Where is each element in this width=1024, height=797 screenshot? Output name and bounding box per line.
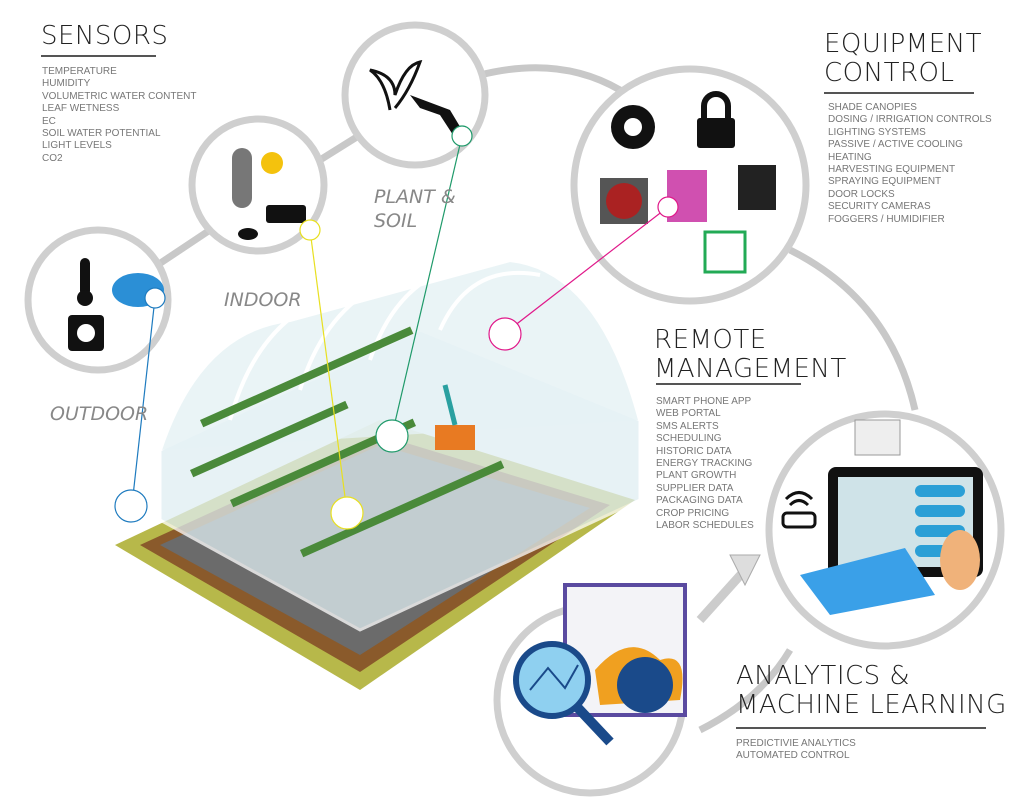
remote-list-item: SMART PHONE APP: [656, 396, 752, 407]
remote-list-item: CROP PRICING: [656, 507, 730, 519]
connector-arc: [148, 64, 919, 734]
remote-list-item: SCHEDULING: [656, 433, 722, 445]
remote-list-item: SUPPLIER DATA: [656, 482, 734, 494]
plant-pointer-target: [375, 419, 409, 453]
plant-pointer-dot: [451, 125, 473, 147]
equipment-list-item: DOSING / IRRIGATION CONTROLS: [828, 114, 992, 126]
plant-soil-caption: PLANT &SOIL: [374, 185, 456, 233]
plant-soil-sensor-circle: [341, 21, 489, 169]
plant-soil-caption-line1: PLANT &: [374, 186, 456, 208]
brain-icon: [617, 657, 673, 713]
indoor-pointer-line: [309, 229, 348, 513]
sensors-list-item: HUMIDITY: [42, 78, 91, 90]
equipment-list-item: PASSIVE / ACTIVE COOLING: [828, 139, 963, 151]
controller-icon: [854, 419, 901, 456]
remote-management-circle: [765, 410, 1005, 650]
analytics-list-item: PREDICTIVIE ANALYTICS: [736, 738, 856, 749]
remote-title-line2: MANAGEMENT: [654, 354, 847, 384]
sensors-title: SENSORS: [41, 21, 169, 51]
outdoor-pointer-line: [131, 297, 156, 506]
analytics-title-line1: ANALYTICS &: [736, 661, 911, 691]
indoor-pointer-target: [330, 496, 364, 530]
analytics-title-line2: MACHINE LEARNING: [736, 690, 1007, 720]
sensor-device-icon: [266, 205, 306, 223]
equipment-divider: [824, 92, 974, 94]
sensors-list-item: TEMPERATURE: [42, 66, 117, 77]
sensors-list-item: VOLUMETRIC WATER CONTENT: [42, 90, 197, 102]
indoor-pointer-dot: [299, 219, 321, 241]
indoor-caption: INDOOR: [224, 289, 302, 311]
remote-list-item: HISTORIC DATA: [656, 445, 732, 457]
magnifier-icon: [513, 641, 591, 719]
equipment-pointer-target: [488, 317, 522, 351]
sensors-list-item: CO2: [42, 152, 63, 164]
arrow-icon: [729, 554, 761, 587]
remote-list-item: ENERGY TRACKING: [656, 458, 753, 470]
soil-probe-icon: [410, 95, 465, 138]
thermometer-icon: [232, 148, 252, 208]
analytics-list-item: AUTOMATED CONTROL: [736, 750, 850, 762]
equipment-control-circle: [570, 65, 810, 305]
phone-icon: [800, 548, 935, 615]
shade-panel-icon: [703, 230, 747, 274]
remote-list-item: LABOR SCHEDULES: [656, 520, 754, 532]
equipment-pointer-dot: [657, 196, 679, 218]
thermometer-icon: [80, 258, 90, 296]
outdoor-pointer-dot: [144, 287, 166, 309]
remote-list-item: WEB PORTAL: [656, 408, 721, 420]
equipment-title-line1: EQUIPMENT: [824, 29, 982, 59]
heater-icon: [738, 165, 776, 210]
sensors-list-item: SOIL WATER POTENTIAL: [42, 128, 161, 140]
equipment-list-item: SECURITY CAMERAS: [828, 201, 931, 213]
equipment-list-item: HARVESTING EQUIPMENT: [828, 164, 956, 176]
equipment-list-item: SPRAYING EQUIPMENT: [828, 176, 942, 188]
analytics-title: ANALYTICS &MACHINE LEARNING: [736, 662, 1007, 720]
analytics-circle: [493, 583, 687, 797]
indoor-sensor-circle: [188, 115, 328, 255]
equipment-list-item: LIGHTING SYSTEMS: [828, 126, 926, 138]
remote-title-line1: REMOTE: [654, 325, 767, 355]
plant-icon: [369, 60, 423, 111]
remote-list-item: SMS ALERTS: [656, 420, 719, 432]
router-icon: [781, 511, 817, 529]
plant-pointer-line: [391, 135, 463, 436]
analytics-divider: [736, 727, 986, 729]
outdoor-caption: OUTDOOR: [50, 403, 149, 425]
outdoor-pointer-target: [114, 489, 148, 523]
hand-icon: [940, 530, 980, 590]
equipment-list-item: SHADE CANOPIES: [828, 102, 917, 113]
sensors-divider: [41, 55, 156, 57]
arrow-shaft: [696, 566, 749, 624]
equipment-list-item: FOGGERS / HUMIDIFIER: [828, 213, 945, 225]
sensors-list-item: LEAF WETNESS: [42, 103, 120, 115]
remote-list-item: PLANT GROWTH: [656, 470, 737, 482]
sensors-list-item: LIGHT LEVELS: [42, 140, 112, 152]
plant-soil-caption-line2: SOIL: [374, 210, 418, 232]
equipment-pointer-line: [504, 206, 669, 334]
equipment-list-item: DOOR LOCKS: [828, 188, 895, 200]
sun-icon: [261, 152, 283, 174]
equipment-list-item: HEATING: [828, 151, 872, 163]
remote-list-item: PACKAGING DATA: [656, 495, 743, 507]
sensors-list-item: EC: [42, 115, 56, 127]
equipment-title-line2: CONTROL: [824, 58, 955, 88]
lock-icon: [697, 118, 735, 148]
greenhouse-illustration: [115, 257, 642, 690]
remote-divider: [656, 383, 801, 385]
